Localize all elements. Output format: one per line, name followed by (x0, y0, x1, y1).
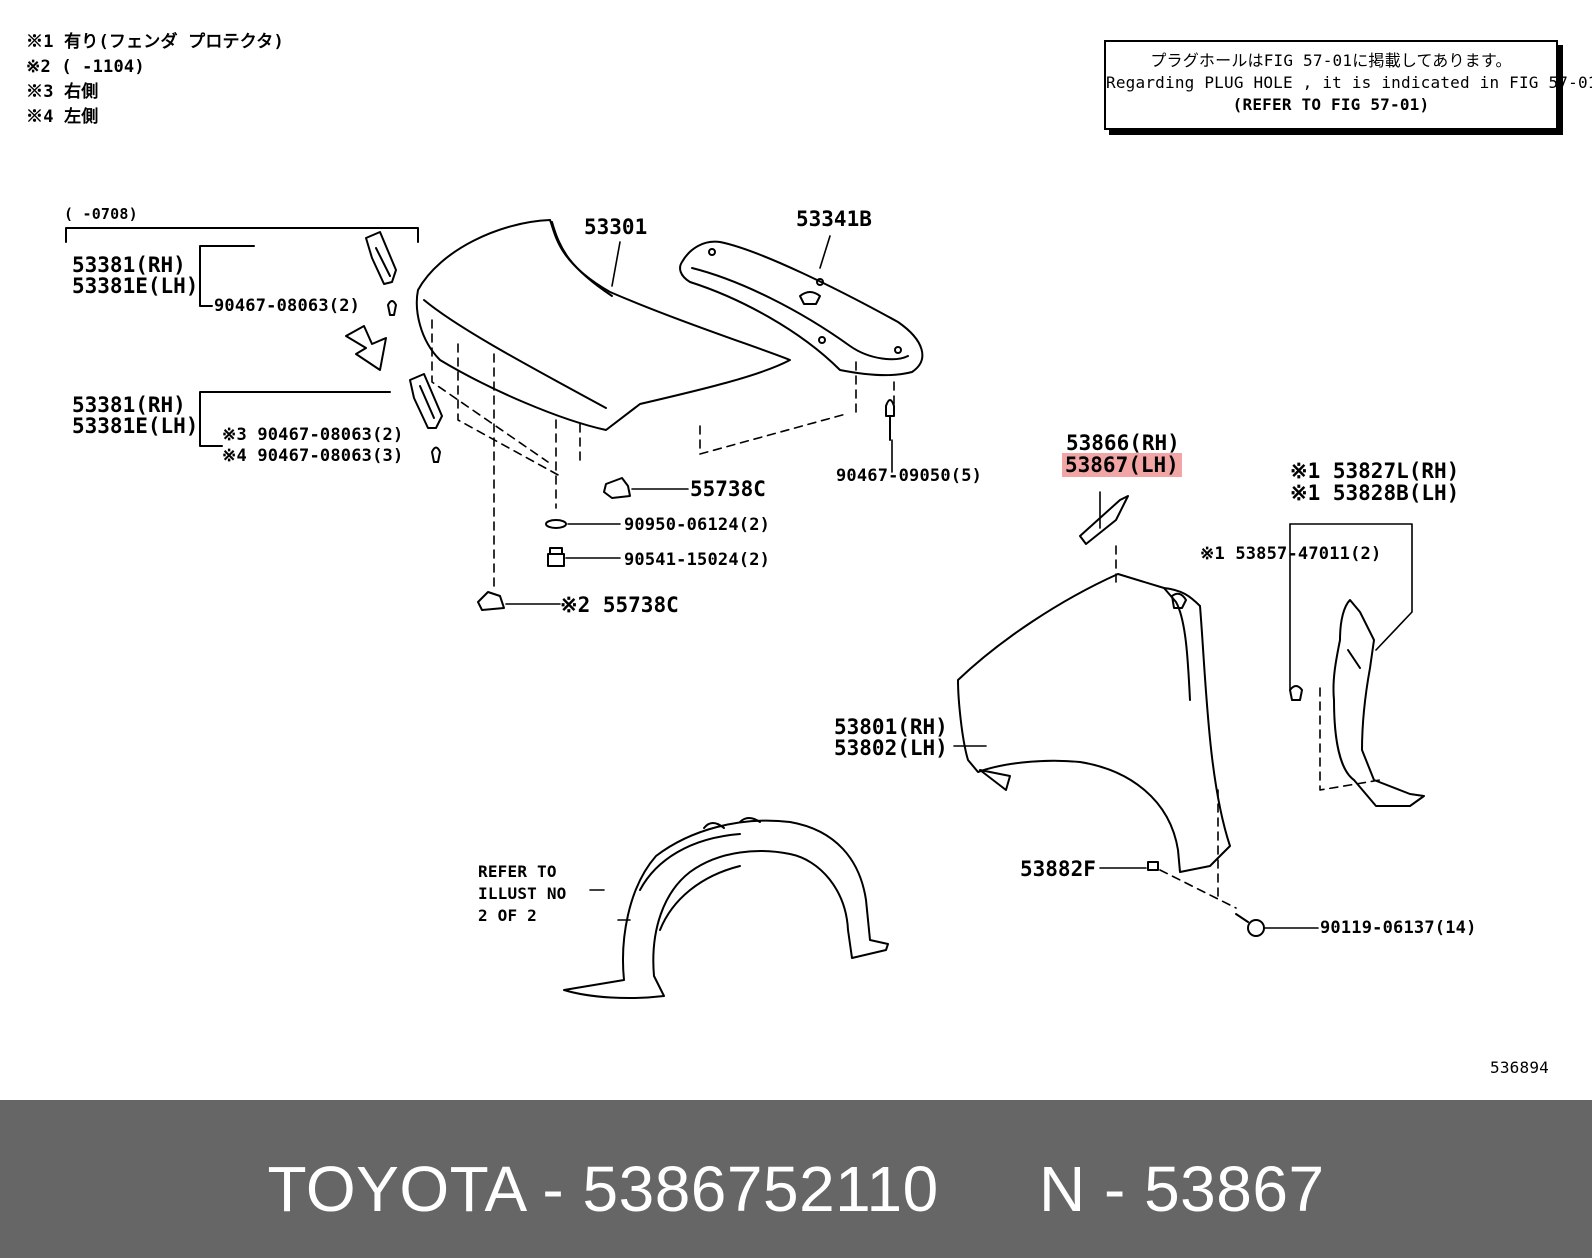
direction-arrow (345, 325, 387, 371)
clip-90467-09050 (885, 399, 895, 441)
fender-liner (563, 817, 889, 999)
info-box-en: Regarding PLUG HOLE , it is indicated in… (1106, 73, 1592, 92)
part-label-53867-text[interactable]: 53867(LH) (1062, 453, 1182, 477)
part-label-90467-09050[interactable]: 90467-09050(5) (836, 466, 983, 486)
part-label-55738c-note2[interactable]: ※2 55738C (560, 593, 679, 617)
footer-text: TOYOTA - 5386752110 N - 53867 (0, 1153, 1592, 1225)
part-label-53801-rh[interactable]: 53801(RH) (834, 715, 948, 739)
part-label-53381-rh-upper[interactable]: 53381(RH) (72, 253, 186, 277)
footer-bar: TOYOTA - 5386752110 N - 53867 (0, 1100, 1592, 1258)
part-label-90467-08063-upper[interactable]: 90467-08063(2) (214, 296, 361, 316)
fender-protector (1289, 599, 1425, 807)
part-label-53866-rh[interactable]: 53866(RH) (1066, 431, 1180, 455)
info-box-jp: プラグホールはFIG 57-01に掲載してあります。 (1150, 51, 1512, 70)
note-3: ※3 右側 (26, 82, 99, 102)
leader-lines-protector (1289, 523, 1413, 691)
part-label-53857-47011[interactable]: ※1 53857-47011(2) (1200, 544, 1382, 564)
note-1: ※1 有り(フェンダ プロテクタ) (26, 32, 284, 52)
leader-lines-fender (953, 745, 1319, 929)
parts-diagram (65, 219, 1425, 999)
fender-clip-53882f (1147, 861, 1159, 871)
hood-hinge-lower (409, 373, 443, 463)
bolt-90119 (1235, 913, 1265, 937)
part-label-53827l[interactable]: ※1 53827L(RH) (1290, 459, 1460, 483)
part-label-53882f[interactable]: 53882F (1020, 857, 1096, 881)
footer-separator-1: - (542, 1153, 565, 1225)
part-label-53867-lh-highlighted[interactable]: 53867(LH) (1062, 453, 1182, 477)
hood-insulator (679, 240, 924, 377)
footer-ref-code: 53867 (1144, 1153, 1325, 1225)
fender-dashed-guides (1115, 545, 1381, 909)
diagram-number: 536894 (1490, 1058, 1549, 1077)
refer-text-line-3: 2 OF 2 (478, 906, 537, 925)
leader-lines-hood (505, 235, 893, 605)
hinge-bracket-lines (65, 227, 419, 447)
part-label-90467-08063-lh[interactable]: ※4 90467-08063(3) (222, 446, 404, 466)
note-4: ※4 左側 (26, 107, 99, 127)
info-box-ref: (REFER TO FIG 57-01) (1232, 95, 1430, 114)
refer-text-line-1: REFER TO (478, 862, 557, 881)
hood-hinge-upper (365, 231, 397, 316)
range-label-0708: ( -0708) (64, 205, 138, 223)
fender-seal-53867 (1079, 491, 1129, 545)
part-label-53341b[interactable]: 53341B (796, 207, 872, 231)
part-label-90119-06137[interactable]: 90119-06137(14) (1320, 918, 1477, 938)
hood-panel (415, 219, 791, 431)
part-label-53381-rh-lower[interactable]: 53381(RH) (72, 393, 186, 417)
part-label-53301[interactable]: 53301 (584, 215, 648, 239)
info-box: プラグホールはFIG 57-01に掲載してあります。 Regarding PLU… (1104, 40, 1592, 130)
part-label-53381e-lh-lower[interactable]: 53381E(LH) (72, 414, 199, 438)
footer-part-number: 5386752110 (582, 1153, 939, 1225)
footer-n-label: N (1038, 1153, 1086, 1225)
hood-dashed-guides (431, 319, 895, 587)
footer-separator-2: - (1103, 1153, 1126, 1225)
part-label-55738c[interactable]: 55738C (690, 477, 766, 501)
footer-brand: TOYOTA (267, 1153, 525, 1225)
hood-lock-bumper-parts (477, 477, 631, 611)
part-label-90541-15024[interactable]: 90541-15024(2) (624, 550, 771, 570)
part-label-53802-lh[interactable]: 53802(LH) (834, 736, 948, 760)
part-label-53828b[interactable]: ※1 53828B(LH) (1290, 481, 1460, 505)
part-label-90467-08063-rh[interactable]: ※3 90467-08063(2) (222, 425, 404, 445)
part-label-53381e-lh-upper[interactable]: 53381E(LH) (72, 274, 199, 298)
front-fender (957, 573, 1231, 873)
refer-text-line-2: ILLUST NO (478, 884, 567, 903)
part-label-90950-06124[interactable]: 90950-06124(2) (624, 515, 771, 535)
note-2: ※2 ( -1104) (26, 57, 145, 77)
